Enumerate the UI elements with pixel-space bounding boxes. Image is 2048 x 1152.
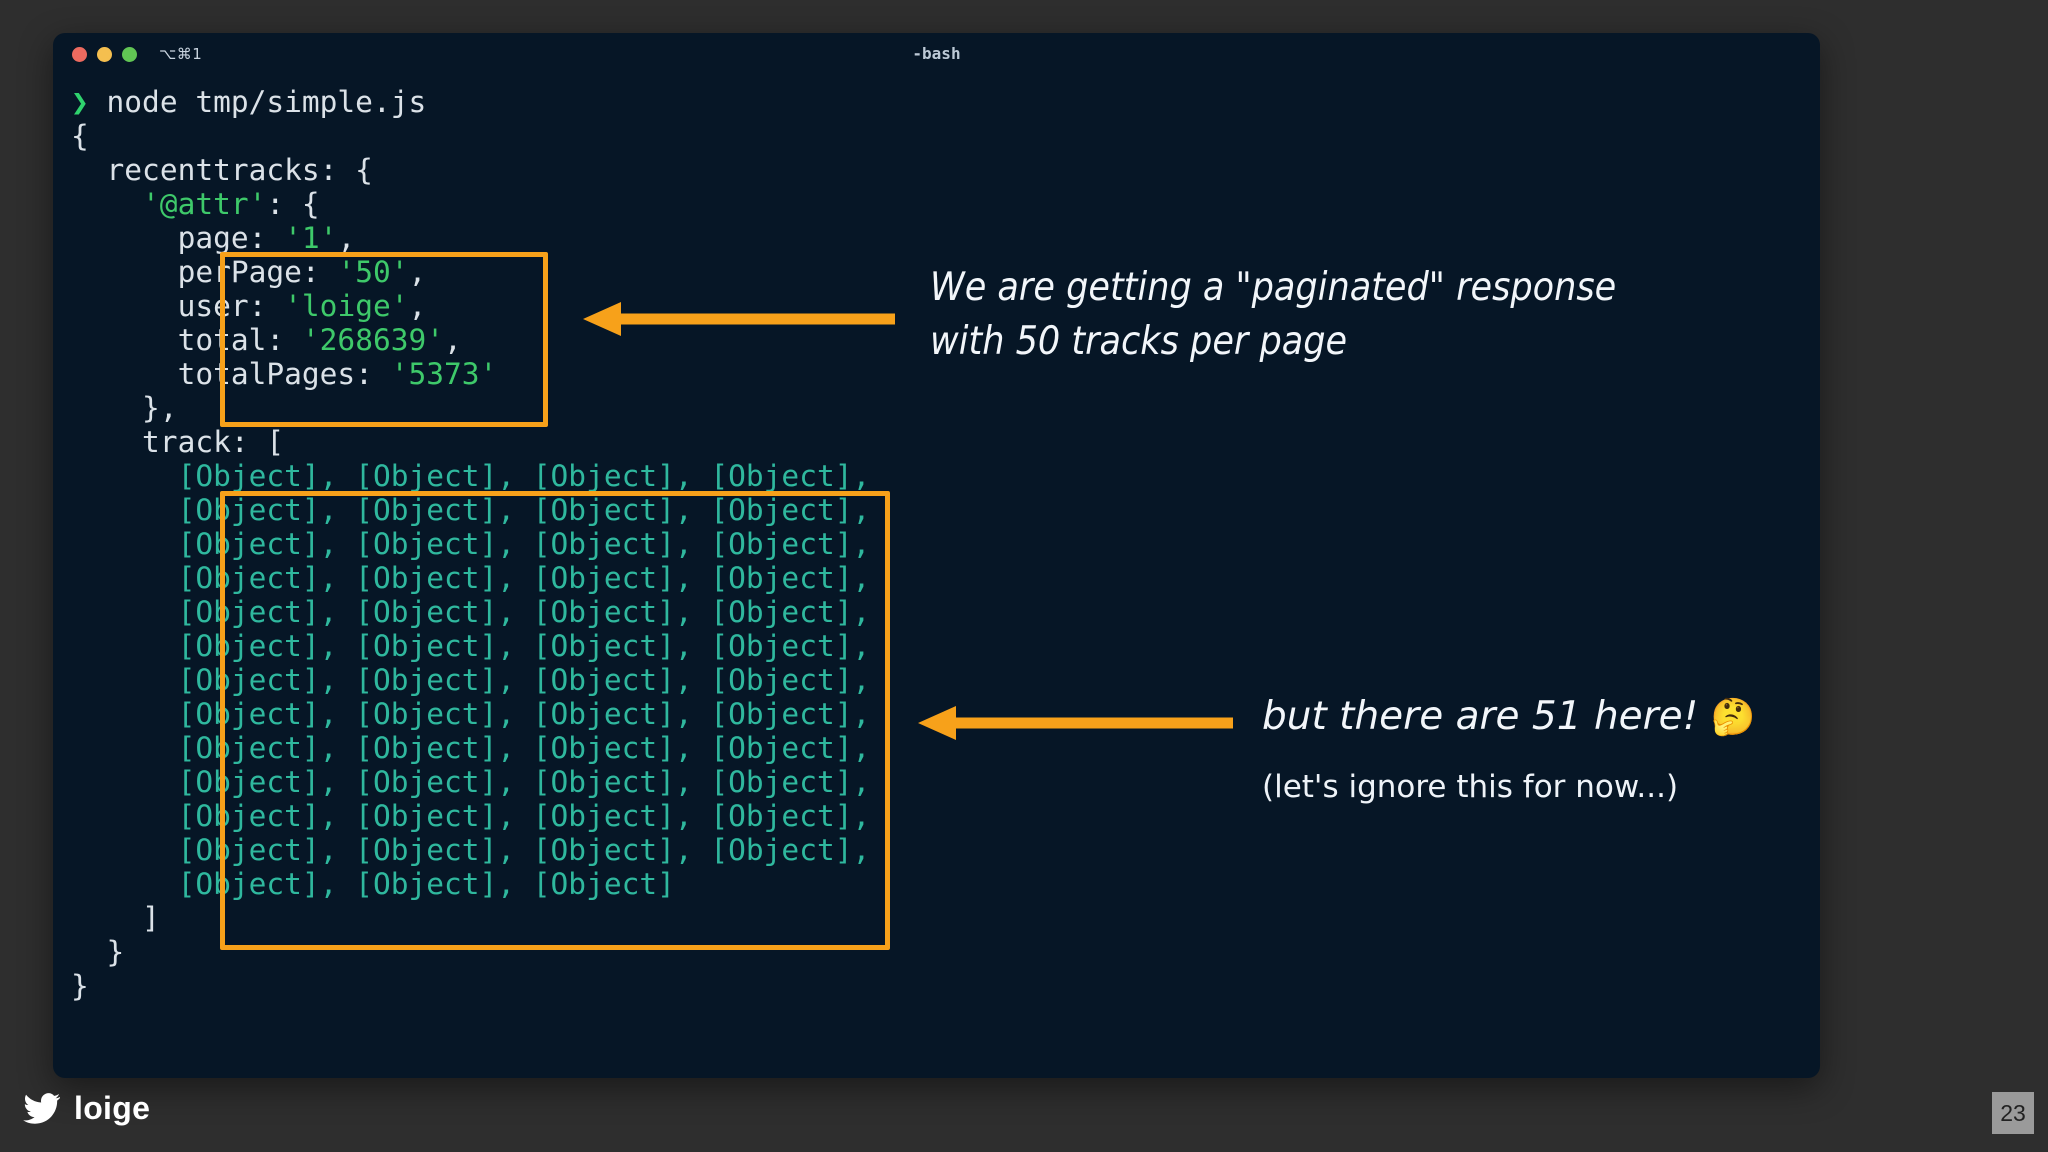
terminal-output-line: } (71, 935, 1820, 969)
thinking-face-icon: 🤔 (1710, 697, 1756, 738)
code-token: }, (142, 391, 178, 425)
terminal-output-line: [Object], [Object], [Object], [Object], (71, 459, 1820, 493)
close-button-icon[interactable] (72, 46, 87, 62)
terminal-output-line: { (71, 119, 1820, 153)
code-token: [Object], [Object], [Object], [Object], (177, 561, 871, 595)
code-token: total: (177, 323, 302, 357)
code-token: [Object], [Object], [Object], [Object], (177, 731, 871, 765)
code-token: '268639' (301, 323, 444, 357)
code-token: ] (142, 901, 160, 935)
terminal-output-line: [Object], [Object], [Object], [Object], (71, 493, 1820, 527)
terminal-prompt-line: ❯ node tmp/simple.js (71, 85, 1820, 119)
annotation-paginated-line2: with 50 tracks per page (930, 319, 1348, 364)
code-token: , (337, 221, 356, 255)
code-token: [Object], [Object], [Object], [Object], (177, 697, 871, 731)
terminal-output-line: [Object], [Object], [Object], [Object], (71, 697, 1820, 731)
terminal-output-line: perPage: '50', (71, 255, 1820, 289)
terminal-output-line: [Object], [Object], [Object], [Object], (71, 731, 1820, 765)
annotation-paginated: We are getting a "paginated" response wi… (930, 261, 1720, 369)
code-token: [Object], [Object], [Object], [Object], (177, 493, 871, 527)
code-token: { (71, 119, 89, 153)
code-token: '@attr' (142, 187, 267, 221)
terminal-output-line: [Object], [Object], [Object], [Object], (71, 833, 1820, 867)
code-token: [Object], [Object], [Object], [Object], (177, 799, 871, 833)
terminal-output-line: total: '268639', (71, 323, 1820, 357)
terminal-code: ❯ node tmp/simple.js{ recenttracks: { '@… (53, 85, 1820, 1003)
author-handle-label: loige (74, 1090, 151, 1126)
terminal-window: ⌥⌘1 -bash ❯ node tmp/simple.js{ recenttr… (53, 33, 1820, 1078)
terminal-output-line: [Object], [Object], [Object], [Object], (71, 765, 1820, 799)
terminal-output-line: [Object], [Object], [Object], [Object], (71, 595, 1820, 629)
code-token: 'loige' (284, 289, 409, 323)
prompt-chevron-icon: ❯ (71, 85, 107, 119)
annotation-paginated-line1: We are getting a "paginated" response (930, 265, 1617, 310)
window-traffic-lights[interactable] (72, 46, 137, 62)
code-token: , (408, 255, 427, 289)
code-token: '50' (337, 255, 409, 289)
code-token: } (71, 969, 89, 1003)
author-handle: loige (22, 1090, 150, 1127)
terminal-output-line: [Object], [Object], [Object], [Object], (71, 527, 1820, 561)
code-token: totalPages: (177, 357, 391, 391)
slide-footer: loige 23 (0, 1078, 2048, 1152)
terminal-output-line: page: '1', (71, 221, 1820, 255)
minimize-button-icon[interactable] (97, 46, 112, 62)
code-token: [Object], [Object], [Object] (177, 867, 675, 901)
terminal-output-line: } (71, 969, 1820, 1003)
code-token: [Object], [Object], [Object], [Object], (177, 527, 871, 561)
annotation-count-subtext: (let's ignore this for now...) (1262, 769, 1679, 805)
code-token: : { (266, 187, 320, 221)
terminal-output-line: }, (71, 391, 1820, 425)
terminal-output-line: [Object], [Object], [Object], [Object], (71, 629, 1820, 663)
code-token: , (444, 323, 462, 357)
code-token: , (408, 289, 427, 323)
code-token: perPage: (177, 255, 338, 289)
twitter-bird-icon (23, 1092, 60, 1124)
code-token: [Object], [Object], [Object], [Object], (177, 663, 871, 697)
code-token: recenttracks: { (106, 153, 373, 187)
annotation-count-text: but there are 51 here! (1262, 694, 1699, 739)
code-token: '5373' (390, 357, 498, 391)
terminal-output-line: [Object], [Object], [Object], [Object], (71, 663, 1820, 697)
terminal-output-line: '@attr': { (71, 187, 1820, 221)
annotation-count: but there are 51 here! 🤔 (1262, 692, 1820, 743)
terminal-output-line: recenttracks: { (71, 153, 1820, 187)
code-token: [Object], [Object], [Object], [Object], (177, 629, 871, 663)
terminal-output-line: totalPages: '5373' (71, 357, 1820, 391)
terminal-titlebar: ⌥⌘1 -bash (53, 33, 1820, 75)
code-token: [Object], [Object], [Object], [Object], (177, 833, 871, 867)
code-token: [Object], [Object], [Object], [Object], (177, 765, 871, 799)
terminal-output-line: ] (71, 901, 1820, 935)
terminal-output-line: [Object], [Object], [Object], [Object], (71, 799, 1820, 833)
terminal-output-line: [Object], [Object], [Object] (71, 867, 1820, 901)
terminal-title: -bash (912, 44, 961, 63)
terminal-output-line: user: 'loige', (71, 289, 1820, 323)
code-token: track: [ (142, 425, 285, 459)
terminal-command-text: node tmp/simple.js (106, 85, 427, 119)
terminal-output-line: track: [ (71, 425, 1820, 459)
code-token: '1' (284, 221, 338, 255)
terminal-output-line: [Object], [Object], [Object], [Object], (71, 561, 1820, 595)
code-token: [Object], [Object], [Object], [Object], (177, 595, 871, 629)
code-token: } (106, 935, 125, 969)
terminal-output-area[interactable]: ❯ node tmp/simple.js{ recenttracks: { '@… (53, 75, 1820, 1078)
page-number-badge: 23 (1992, 1092, 2034, 1134)
tab-shortcut-label: ⌥⌘1 (159, 45, 203, 63)
code-token: user: (177, 289, 285, 323)
code-token: [Object], [Object], [Object], [Object], (177, 459, 871, 493)
code-token: page: (177, 221, 285, 255)
zoom-button-icon[interactable] (122, 46, 137, 62)
